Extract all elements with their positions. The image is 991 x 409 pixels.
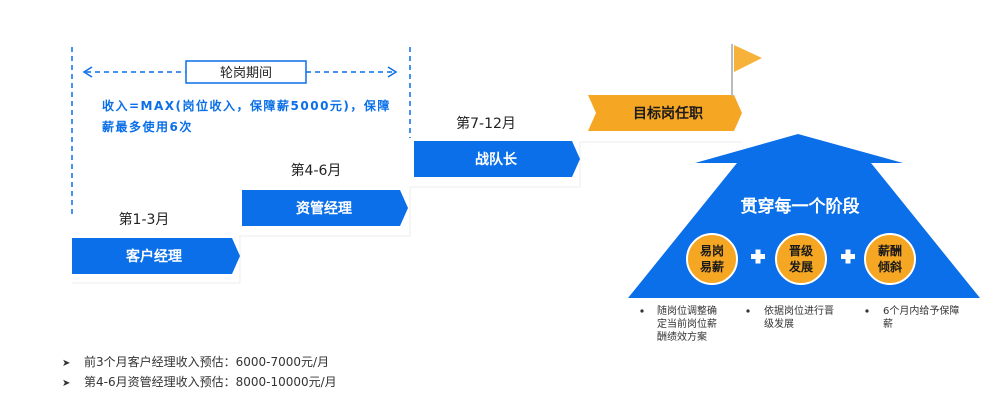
arrow-right-icon <box>387 66 398 78</box>
plus-icon <box>755 249 761 264</box>
income-estimates: ➤ 前3个月客户经理收入预估：6000-7000元/月 ➤ 第4-6月资管经理收入预… <box>62 353 337 393</box>
stage-1-period: 第1-3月 <box>119 211 170 228</box>
pyramid-note-2: 依据岗位进行晋 级发展 <box>764 305 869 331</box>
bubble-1-line1: 易岗 <box>700 244 724 258</box>
bubble-2 <box>775 233 827 285</box>
estimate-text: 第4-6月资管经理收入预估：8000-10000元/月 <box>84 375 337 389</box>
note-bullet <box>865 309 869 313</box>
stage-3-period: 第7-12月 <box>456 115 516 132</box>
note-3-line2: 薪 <box>883 319 893 330</box>
bullet-arrow-icon: ➤ <box>62 358 71 369</box>
note-1-line3: 酬绩效方案 <box>657 332 707 343</box>
bubble-2-line1: 晋级 <box>789 243 813 258</box>
bubble-3-line2: 倾斜 <box>877 259 902 274</box>
plus-icon <box>845 249 851 264</box>
bubble-1-line2: 易薪 <box>700 259 724 274</box>
pyramid-bubbles: 易岗 易薪 晋级 发展 薪酬 倾斜 <box>686 233 916 285</box>
pyramid-title: 贯穿每一个阶段 <box>741 196 860 217</box>
note-bullet <box>640 309 644 313</box>
stage-2-period: 第4-6月 <box>291 162 342 179</box>
pyramid-note-3: 6个月内给予保障 薪 <box>883 305 988 331</box>
note-3-line1: 6个月内给予保障 <box>883 306 960 317</box>
step-outline <box>72 141 742 284</box>
bullet-arrow-icon: ➤ <box>62 378 71 389</box>
estimate-item: ➤ 前3个月客户经理收入预估：6000-7000元/月 <box>62 353 337 373</box>
stage-3-banner <box>414 141 580 177</box>
estimate-item: ➤ 第4-6月资管经理收入预估：8000-10000元/月 <box>62 373 337 393</box>
income-note: 收入=MAX(岗位收入，保障薪5000元)，保障薪最多使用6次 <box>102 96 394 138</box>
note-bullet <box>746 309 750 313</box>
stage-2-role: 资管经理 <box>296 200 352 217</box>
target-label: 目标岗任职 <box>633 105 703 122</box>
bubble-1 <box>686 233 738 285</box>
income-note-text: 收入=MAX(岗位收入，保障薪5000元)，保障薪最多使用6次 <box>102 99 391 134</box>
target-banner <box>588 95 742 131</box>
estimate-text: 前3个月客户经理收入预估：6000-7000元/月 <box>84 355 330 369</box>
bubble-3-line1: 薪酬 <box>878 243 902 258</box>
flag-icon <box>734 45 762 72</box>
bubble-2-line2: 发展 <box>788 259 813 274</box>
note-2-line1: 依据岗位进行晋 <box>764 306 834 317</box>
bubble-3 <box>864 233 916 285</box>
rotation-title: 轮岗期间 <box>220 66 272 81</box>
stage-1-role: 客户经理 <box>125 248 182 265</box>
note-1-line2: 定当前岗位薪 <box>657 319 717 330</box>
pyramid-note-1: 随岗位调整确 定当前岗位薪 酬绩效方案 <box>657 305 757 344</box>
rotation-title-box <box>185 60 307 84</box>
note-2-line2: 级发展 <box>764 319 794 330</box>
stage-2-banner <box>242 190 408 226</box>
arrow-left-icon <box>82 66 93 78</box>
stage-1-banner <box>72 238 240 274</box>
note-1-line1: 随岗位调整确 <box>657 306 717 317</box>
rotation-bracket <box>71 47 411 215</box>
stage-3-role: 战队长 <box>475 151 518 168</box>
